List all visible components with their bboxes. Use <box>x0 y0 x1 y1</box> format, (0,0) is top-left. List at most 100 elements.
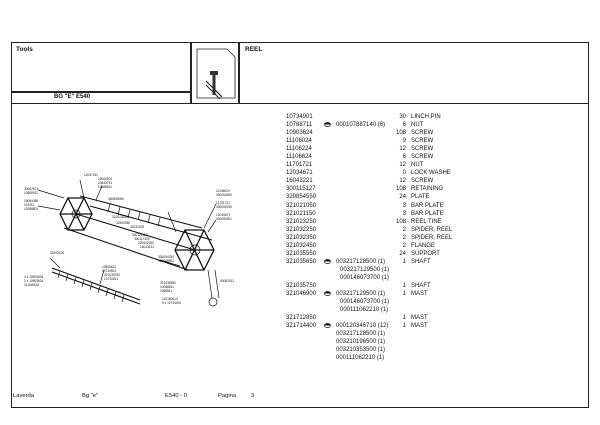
diagram-label: 300121112 <box>132 233 148 237</box>
part-code: 300115127 <box>286 186 316 193</box>
kit-marker-icon <box>324 323 331 329</box>
part-quantity: 6 <box>402 154 406 161</box>
diagram-label: 11106024 <box>216 189 230 193</box>
part-code: 11701721 <box>286 162 313 169</box>
part-description: SCREW <box>411 130 434 137</box>
part-quantity: 1 <box>402 323 406 330</box>
footer-model: Bg "e" <box>82 393 99 399</box>
diagram-label: 19064480 <box>24 199 38 203</box>
part-quantity: 0 <box>402 170 406 177</box>
part-quantity: 3 <box>402 210 406 217</box>
part-reference: 003210196500 (1) <box>336 339 386 346</box>
part-reference: 000107887140 (6) <box>336 122 386 129</box>
part-description: SHAFT <box>411 282 431 289</box>
diagram-label: 119011 <box>24 203 34 207</box>
diagram-label: 10589011 <box>24 191 38 195</box>
part-quantity: 12 <box>399 146 406 153</box>
diagram-label: 320850050 <box>108 197 124 201</box>
diagram-label: 12034671 <box>216 213 230 217</box>
diagram-label: 320632150 <box>138 241 154 245</box>
section-title: REEL <box>245 46 263 53</box>
part-code: 321023250 <box>286 218 317 225</box>
part-code: 10903624 <box>286 130 313 137</box>
part-code: 321032350 <box>286 234 317 241</box>
part-description: RETAINING <box>411 186 444 193</box>
part-description: MAST <box>411 291 428 298</box>
footer-page-number: 3 <box>251 393 255 399</box>
part-code: 10788711 <box>286 122 313 129</box>
diagram-label: 300054300 <box>216 193 232 197</box>
part-description: SPIDER, REEL <box>411 234 453 241</box>
part-quantity: 30 <box>399 114 406 120</box>
footer-brand: Laverda <box>13 393 34 399</box>
part-quantity: 1 <box>402 291 406 298</box>
part-code: 321032250 <box>286 226 317 233</box>
part-quantity: 108 <box>395 218 406 225</box>
part-code: 11106224 <box>286 146 312 153</box>
part-quantity: 3 <box>402 202 406 209</box>
part-description: REEL TINE <box>411 218 442 225</box>
diagram-label: 300054150 <box>158 255 174 259</box>
part-quantity: 2 <box>402 226 406 233</box>
diagram-label: 32102100 <box>50 251 64 255</box>
part-code: 321714400 <box>286 323 317 330</box>
part-description: FLANGE <box>411 242 436 249</box>
part-quantity: 2 <box>402 234 406 241</box>
part-description: MAST <box>411 315 428 322</box>
part-code: 10734901 <box>286 114 313 120</box>
part-code: 11106024 <box>286 138 312 145</box>
part-description: SHAFT <box>411 258 431 265</box>
part-reference: 003217129500 (1) <box>336 291 386 298</box>
diagram-label: 4 x 10903624 <box>24 275 44 279</box>
diagram-label: 112160610 <box>162 297 178 301</box>
tools-header-box: Tools <box>11 42 191 92</box>
part-reference: 003217128500 (1) <box>336 258 386 265</box>
diagram-label: 10088811 <box>160 285 174 289</box>
kit-marker-icon <box>324 258 331 264</box>
diagram-label: 300054750 <box>216 205 232 209</box>
part-description: LOCK WASHE <box>411 170 451 177</box>
diagram-label: 13806621 <box>102 265 116 269</box>
model-header-box: BG "E" E540 <box>11 92 191 104</box>
part-quantity: 1 <box>402 258 406 265</box>
diagram-label: 12047011 <box>84 173 98 177</box>
diagram-label: 11701721 <box>216 201 230 205</box>
part-description: SCREW <box>411 178 434 185</box>
diagram-label: 1058811 <box>160 289 172 293</box>
part-description: MAST <box>411 323 428 330</box>
part-description: LINCH PIN <box>411 114 441 120</box>
part-reference: 000120346710 (12) <box>336 323 389 330</box>
diagram-label: 10649751 <box>98 181 112 185</box>
part-code: 321046900 <box>286 291 317 298</box>
diagram-label: 111106624 <box>24 283 39 287</box>
diagram-label: 10588811 <box>98 185 112 189</box>
part-reference: 003217129500 (1) <box>340 266 390 273</box>
footer-code: E540 - 0 <box>165 393 187 399</box>
diagram-label: 50062011 <box>220 279 234 283</box>
part-reference: 000146073700 (1) <box>340 274 390 281</box>
part-quantity: 24 <box>399 194 406 201</box>
part-code: 321032450 <box>286 242 317 249</box>
part-quantity: 1 <box>402 282 406 289</box>
reel-header-box: REEL <box>239 42 589 104</box>
tools-label: Tools <box>16 46 33 53</box>
diagram-label: 3 x 10903624 <box>24 279 44 283</box>
diagram-label: 300050301 <box>216 217 232 221</box>
part-code: 321035650 <box>286 258 317 265</box>
part-code: 321712850 <box>286 315 317 322</box>
part-quantity: 1 <box>402 315 406 322</box>
part-description: BAR PLATE <box>411 202 444 209</box>
upper-bar-plate <box>79 195 203 229</box>
part-code: 16043221 <box>286 178 313 185</box>
part-description: SUPPORT <box>411 250 440 257</box>
footer-page-label: Pagina <box>218 393 237 399</box>
part-quantity: 24 <box>399 250 406 257</box>
model-label: BG "E" E540 <box>54 94 91 100</box>
part-reference: 000111062210 (1) <box>336 355 385 362</box>
part-quantity: 108 <box>395 186 406 193</box>
part-description: NUT <box>411 162 424 169</box>
part-code: 321021050 <box>286 202 317 209</box>
part-description: BAR PLATE <box>411 210 444 217</box>
diagram-label: 321023250 <box>112 215 128 219</box>
part-reference: 000111062210 (1) <box>340 307 389 314</box>
